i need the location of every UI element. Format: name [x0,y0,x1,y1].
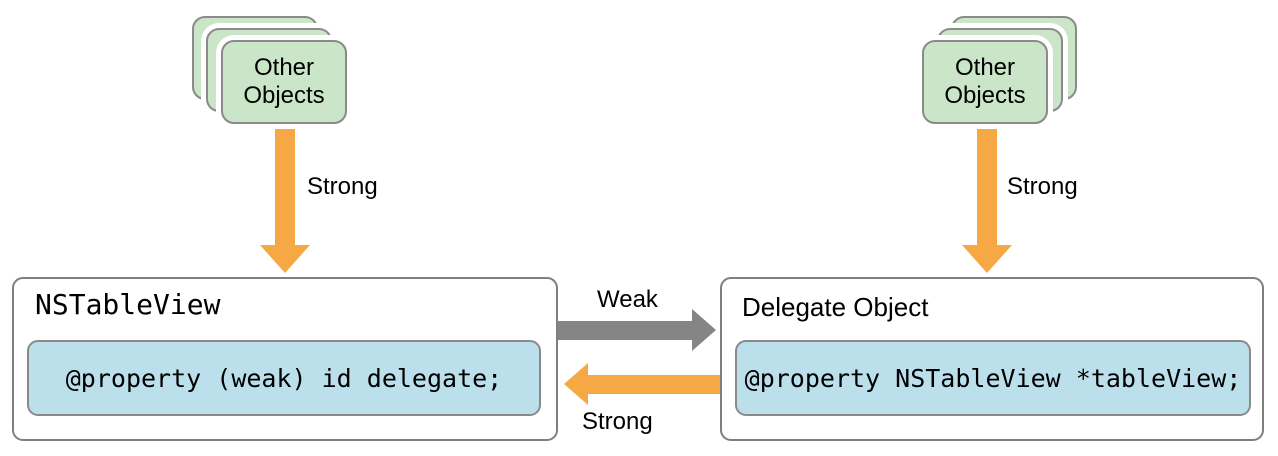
strong-label-middle: Strong [582,408,653,435]
other-objects-label: Other Objects [944,54,1025,110]
strong-arrow-down-left-shaft [275,127,295,245]
other-objects-line1: Other [954,54,1016,81]
tableview-property-code: @property NSTableView *tableView; [735,340,1251,416]
strong-arrow-down-left-head [260,245,310,273]
tableview-property-code-text: @property NSTableView *tableView; [744,363,1242,393]
stacked-card-front: Other Objects [221,40,347,124]
other-objects-line2: Objects [243,82,325,109]
delegate-property-code: @property (weak) id delegate; [27,340,541,416]
strong-arrow-down-right-head [962,245,1012,273]
nstableview-box-title: NSTableView [35,288,221,321]
weak-arrow-shaft [558,321,692,340]
nstableview-box: NSTableView @property (weak) id delegate… [12,277,558,441]
delegate-property-code-text: @property (weak) id delegate; [65,363,503,393]
other-objects-stack-right: Other Objects [922,16,1078,124]
other-objects-line2: Objects [944,82,1026,109]
weak-label: Weak [597,286,658,313]
delegate-object-box-title: Delegate Object [742,292,929,322]
strong-label-left: Strong [307,173,378,200]
delegate-object-box: Delegate Object @property NSTableView *t… [720,277,1264,441]
strong-label-right: Strong [1007,173,1078,200]
other-objects-label: Other Objects [243,54,324,110]
other-objects-stack-left: Other Objects [192,16,348,124]
weak-arrow-head [692,309,716,351]
strong-arrow-down-right-shaft [977,127,997,245]
stacked-card-front: Other Objects [922,40,1048,124]
strong-back-arrow-shaft [588,375,722,394]
other-objects-line1: Other [253,54,315,81]
strong-back-arrow-head [564,363,588,405]
